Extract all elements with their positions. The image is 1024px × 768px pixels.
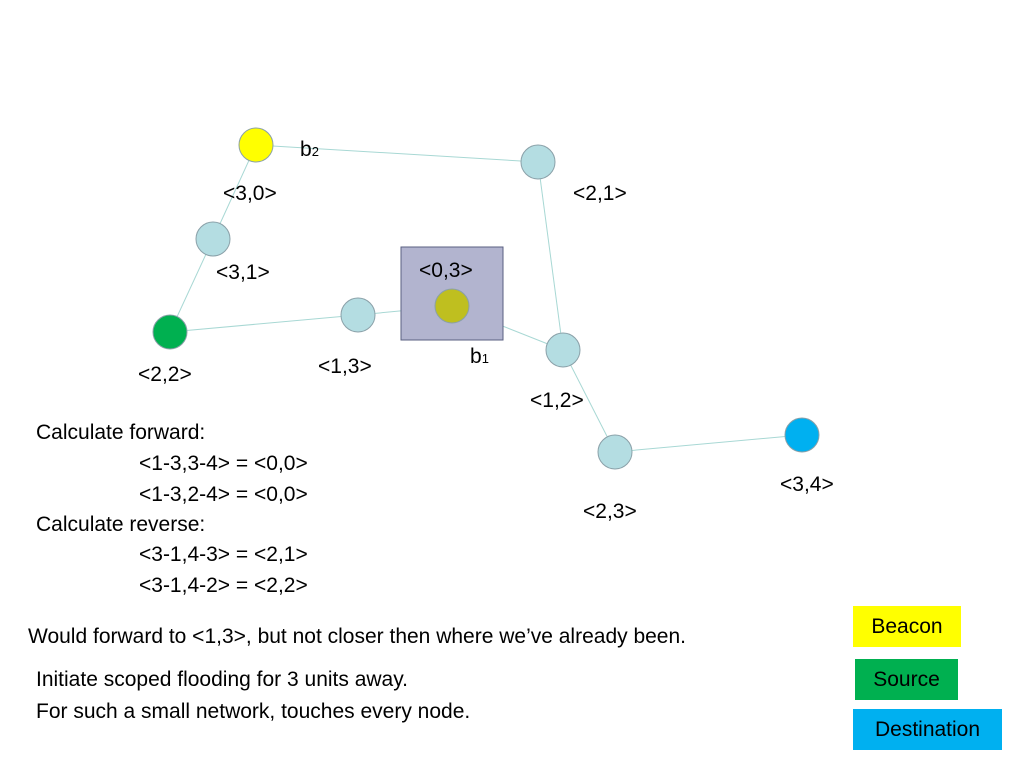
- node-n12: [545, 332, 581, 368]
- node-n23: [597, 434, 633, 470]
- node-n21: [520, 144, 556, 180]
- edge-n23-n34: [614, 434, 803, 453]
- node-label-3-1: <3,1>: [216, 261, 270, 284]
- node-label-1-3: <1,3>: [318, 355, 372, 378]
- legend-beacon: Beacon: [853, 606, 961, 647]
- node-label-2-3: <2,3>: [583, 500, 637, 523]
- edge-n21-n12: [537, 161, 564, 351]
- forward-line-1: <1-3,3-4> = <0,0>: [139, 452, 308, 475]
- reverse-line-2: <3-1,4-2> = <2,2>: [139, 574, 308, 597]
- node-n22: [152, 314, 188, 350]
- node-label-1-2: <1,2>: [530, 389, 584, 412]
- forward-title: Calculate forward:: [36, 421, 206, 444]
- reverse-title: Calculate reverse:: [36, 513, 206, 536]
- node-label-3-4: <3,4>: [780, 473, 834, 496]
- current-node-highlight: [400, 246, 504, 341]
- node-label-0-3: <0,3>: [419, 259, 473, 282]
- beacon-label-b2: b2: [300, 138, 319, 161]
- legend-source: Source: [855, 659, 958, 700]
- node-n30: [238, 127, 274, 163]
- reverse-line-1: <3-1,4-3> = <2,1>: [139, 543, 308, 566]
- forward-note: Would forward to <1,3>, but not closer t…: [28, 625, 687, 648]
- node-n13: [340, 297, 376, 333]
- nodes-layer: [152, 127, 820, 470]
- edge-n12-n23: [562, 349, 616, 453]
- node-n31: [195, 221, 231, 257]
- forward-line-2: <1-3,2-4> = <0,0>: [139, 483, 308, 506]
- node-n34: [784, 417, 820, 453]
- node-label-2-1: <2,1>: [573, 182, 627, 205]
- node-n03: [434, 288, 470, 324]
- flood-note-line-2: For such a small network, touches every …: [36, 700, 471, 723]
- node-label-3-0: <3,0>: [223, 182, 277, 205]
- legend-destination: Destination: [853, 709, 1002, 750]
- node-label-2-2: <2,2>: [138, 363, 192, 386]
- edge-n30-n21: [255, 144, 539, 163]
- beacon-label-b1: b1: [470, 345, 489, 368]
- flood-note-line-1: Initiate scoped flooding for 3 units awa…: [36, 668, 409, 691]
- edge-n22-n13: [169, 314, 359, 333]
